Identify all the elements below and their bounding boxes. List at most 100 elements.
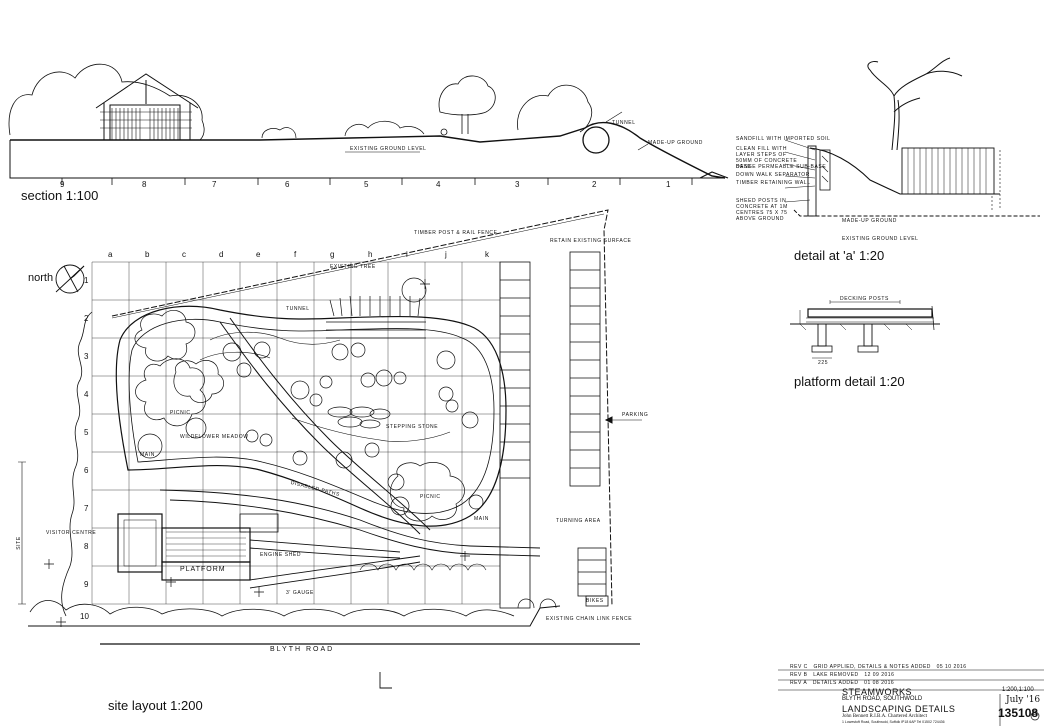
- barn: [95, 73, 199, 141]
- label-parking: PARKING: [622, 412, 649, 418]
- section-tunnel-label: TUNNEL: [612, 120, 636, 126]
- label-engine-shed: ENGINE SHED: [260, 552, 302, 558]
- bay-number: 2: [592, 180, 597, 189]
- label-existing-tree: EXISTING TREE: [330, 264, 376, 270]
- revision-text: LAKE REMOVED: [813, 672, 859, 678]
- revision-code: REV B: [790, 672, 808, 678]
- label-main-2: MAIN: [474, 516, 489, 522]
- revision-date: 12 09 2016: [864, 672, 895, 678]
- grid-row: 10: [80, 612, 89, 621]
- label-gauge: 3' GAUGE: [286, 590, 314, 596]
- architect-address: 1 Lowestoft Road, Southwold, Suffolk IP1…: [842, 720, 945, 724]
- platform-detail-timber: DECKING POSTS: [840, 296, 889, 302]
- bay-number: 4: [436, 180, 441, 189]
- platform: [161, 561, 251, 581]
- shrub-section-2: [344, 120, 425, 137]
- detail-a-note-2: CLEAN FILL WITH LAYER STEPS OF 50mm OF C…: [736, 146, 798, 170]
- grid-row: 8: [84, 542, 89, 551]
- drawing-title: LANDSCAPING DETAILS: [842, 704, 956, 714]
- bay-number: 8: [142, 180, 147, 189]
- disabled-path: [199, 331, 451, 442]
- title-block-frame: [778, 669, 1044, 726]
- bay-number: 9: [60, 180, 65, 189]
- tree-section-right: [517, 84, 593, 133]
- label-picnic-1: PICNIC: [170, 410, 191, 416]
- platform-detail-title: platform detail 1:20: [794, 374, 905, 389]
- revision-code: REV A: [790, 680, 808, 686]
- label-tunnel: TUNNEL: [286, 306, 310, 312]
- grid-row: 5: [84, 428, 89, 437]
- label-platform: PLATFORM: [180, 566, 226, 573]
- detail-a-ground-label: EXISTING GROUND LEVEL: [842, 236, 919, 242]
- shrub-section-1: [261, 127, 297, 139]
- label-turning-area: TURNING AREA: [556, 518, 601, 524]
- label-visitor-centre: VISITOR CENTRE: [46, 530, 97, 536]
- section-ground-label: EXISTING GROUND LEVEL: [350, 146, 427, 152]
- platform-detail: [790, 300, 940, 359]
- detail-a-note-3: DENSE PERMEABLE SUB-BASE: [736, 164, 827, 170]
- grid-col: j: [445, 250, 447, 259]
- grid-col: i: [406, 250, 408, 259]
- tree-markers: [44, 279, 470, 627]
- section-mound-label: MADE-UP GROUND: [648, 140, 703, 146]
- detail-a: [784, 57, 1040, 217]
- label-blyth-road: BLYTH ROAD: [270, 646, 335, 653]
- road-hedge: [29, 600, 515, 617]
- site-grid: [91, 261, 501, 605]
- grid-col: g: [330, 250, 335, 259]
- project-address: BLYTH ROAD, SOUTHWOLD: [842, 696, 923, 702]
- north-arrow: [55, 264, 85, 294]
- railway-sidings: [159, 489, 541, 589]
- tree-section-middle: [438, 75, 496, 134]
- revision-row: REV A DETAILS ADDED 01 08 2016: [790, 680, 894, 686]
- grid-col: f: [294, 250, 297, 259]
- label-fence: TIMBER POST & RAIL FENCE: [414, 230, 498, 236]
- label-chain-fence: EXISTING CHAIN LINK FENCE: [546, 616, 633, 622]
- site-boundary-fence: [111, 209, 613, 607]
- railway-loop-outer: [115, 305, 507, 527]
- detail-a-title: detail at 'a' 1:20: [794, 248, 885, 263]
- project-name: STEAMWORKS: [842, 687, 913, 697]
- bay-number: 3: [515, 180, 520, 189]
- detail-a-note-1: SANDFILL WITH IMPORTED SOIL: [736, 136, 831, 142]
- parking-bays: [499, 251, 609, 609]
- bay-number: 6: [285, 180, 290, 189]
- grid-col: c: [182, 250, 186, 259]
- bay-number: 5: [364, 180, 369, 189]
- railway-diagonal: [219, 317, 431, 535]
- detail-a-mound-label: MADE-UP GROUND: [842, 218, 897, 224]
- label-wildflower-meadow: WILDFLOWER MEADOW: [180, 434, 249, 440]
- bay-number: 7: [212, 180, 217, 189]
- grid-row: 7: [84, 504, 89, 513]
- architect-name: John Bennett R.I.B.A. Chartered Architec…: [842, 714, 927, 719]
- platform-detail-dim: 225: [818, 360, 829, 366]
- tree-dead: [867, 57, 963, 151]
- label-picnic-2: PICNIC: [420, 494, 441, 500]
- grid-col: b: [145, 250, 150, 259]
- label-main-1: MAIN: [140, 452, 155, 458]
- stepping-stones: [327, 406, 391, 429]
- revision-code: REV C: [790, 664, 808, 670]
- section-elevation: [8, 63, 729, 185]
- label-stepping-stone: STEPPING STONE: [386, 424, 439, 430]
- section-ground-line: [10, 121, 726, 179]
- label-site-dimension: SITE: [15, 536, 22, 550]
- revision-row: REV B LAKE REMOVED 12 09 2016: [790, 672, 894, 678]
- left-hedge: [61, 311, 93, 617]
- site-layout-title: site layout 1:200: [108, 698, 203, 713]
- engine-shed: [161, 527, 251, 563]
- tunnel-section: [582, 126, 610, 154]
- label-retain-surface: RETAIN EXISTING SURFACE: [550, 238, 632, 244]
- revision-row: REV C GRID APPLIED, DETAILS & NOTES ADDE…: [790, 664, 967, 670]
- drawing-number: 135108: [998, 706, 1039, 720]
- railway-loop-inner: [128, 319, 495, 514]
- grid-row: 3: [84, 352, 89, 361]
- detail-a-note-6: SHEED POSTS IN CONCRETE AT 1m CENTRES 75…: [736, 198, 788, 222]
- revision-date: 05 10 2016: [936, 664, 967, 670]
- grid-col: k: [485, 250, 489, 259]
- grid-row: 2: [84, 314, 89, 323]
- grid-col: a: [108, 250, 113, 259]
- grid-row: 1: [84, 276, 89, 285]
- gate-arcs: [517, 598, 557, 609]
- hedge-bottom-row: [359, 563, 487, 571]
